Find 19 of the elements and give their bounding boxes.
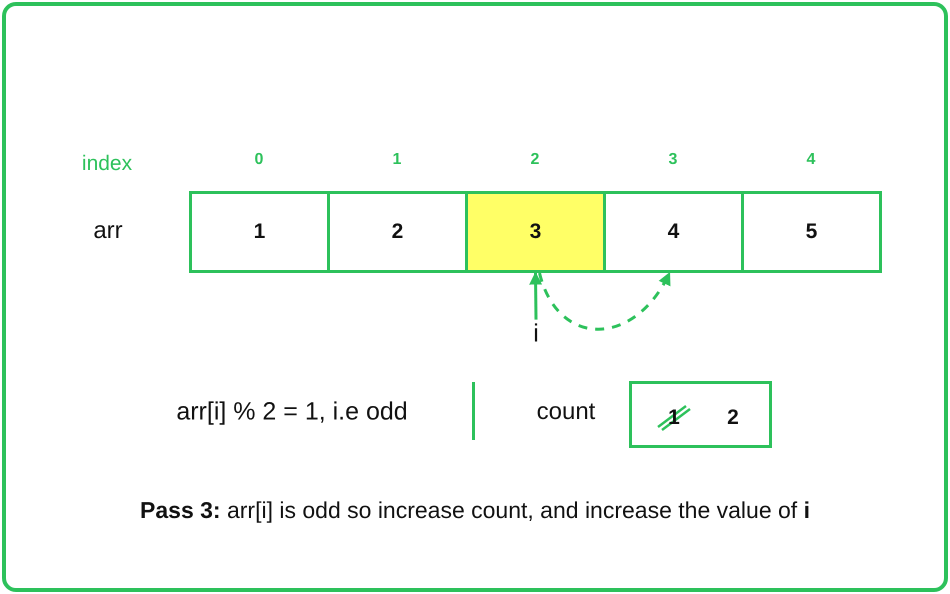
array-name-label: arr [93, 217, 123, 245]
dashed-curved-arrow [538, 272, 671, 331]
index-number: 0 [254, 150, 264, 170]
index-number: 4 [806, 150, 816, 170]
index-number: 1 [392, 150, 402, 170]
index-row-label: index [82, 152, 132, 176]
array-cell: 1 [189, 191, 330, 273]
new-count-value: 2 [727, 406, 739, 430]
array-cell: 5 [741, 191, 882, 273]
array-cell: 3 [465, 191, 606, 273]
counter-box [629, 381, 772, 448]
caption: Pass 3: arr[i] is odd so increase count, and increase the value of i [140, 496, 810, 524]
pointer-arrow [529, 272, 542, 320]
condition-text: arr[i] % 2 = 1, i.e odd [176, 398, 408, 426]
array-cell: 4 [603, 191, 744, 273]
index-number: 2 [530, 150, 540, 170]
pointer-variable-label: i [533, 320, 539, 348]
index-number: 3 [668, 150, 678, 170]
count-label: count [536, 398, 596, 426]
